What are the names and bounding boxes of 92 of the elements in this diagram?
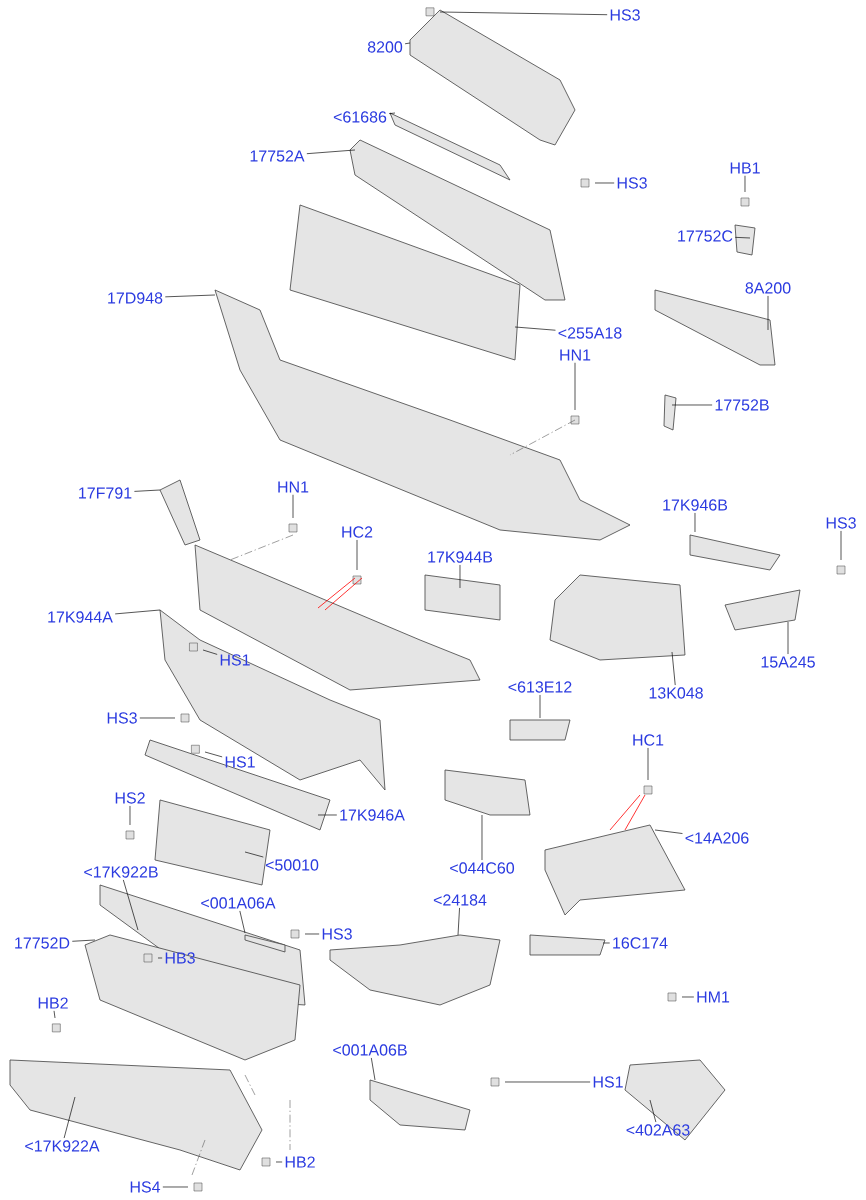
leader-line bbox=[602, 942, 611, 944]
part-number: 8200 bbox=[367, 41, 403, 53]
part-number: HS4 bbox=[130, 1181, 161, 1193]
part-number: 17K946B bbox=[663, 499, 728, 511]
leader-line bbox=[134, 489, 161, 492]
leader-line bbox=[671, 651, 676, 686]
part-number: 17K944A bbox=[48, 611, 113, 623]
part-number: HN1 bbox=[560, 349, 591, 361]
part-number: HS1 bbox=[225, 756, 255, 768]
leader-line bbox=[649, 1099, 657, 1123]
leader-line bbox=[202, 649, 218, 655]
leader-line bbox=[840, 530, 842, 561]
part-number: <50010 bbox=[265, 859, 319, 871]
part-number: <044C60 bbox=[450, 862, 515, 874]
part-number: HS3 bbox=[107, 712, 137, 724]
part-number: 17K946A bbox=[340, 809, 405, 821]
leader-line bbox=[459, 564, 461, 589]
leader-line bbox=[457, 907, 460, 936]
leader-line bbox=[129, 805, 131, 826]
part-number: <613E12 bbox=[508, 681, 572, 693]
leader-line bbox=[71, 939, 96, 942]
part-number: HS1 bbox=[220, 654, 250, 666]
part-number: <255A18 bbox=[558, 327, 622, 339]
leader-line bbox=[63, 1096, 76, 1139]
part-number: HB1 bbox=[730, 162, 760, 174]
leader-line bbox=[574, 362, 576, 411]
leader-line bbox=[404, 42, 411, 45]
leader-line bbox=[304, 933, 320, 935]
leader-line bbox=[734, 237, 751, 239]
part-number: HS3 bbox=[826, 517, 856, 529]
part-number: HS3 bbox=[322, 928, 352, 940]
leader-line bbox=[371, 1057, 376, 1081]
part-number: HC1 bbox=[633, 734, 664, 746]
part-number: 17K944B bbox=[428, 551, 493, 563]
part-number: <24184 bbox=[433, 894, 487, 906]
part-number: 17D948 bbox=[108, 292, 163, 304]
leader-line bbox=[317, 814, 338, 816]
part-number: <17K922B bbox=[84, 866, 158, 878]
leader-line bbox=[53, 1010, 56, 1019]
part-number: HS3 bbox=[610, 9, 640, 21]
leader-line bbox=[594, 182, 615, 184]
leader-line bbox=[514, 326, 556, 331]
leader-line bbox=[744, 175, 746, 193]
part-number: 8A200 bbox=[745, 282, 791, 294]
leader-line bbox=[654, 829, 683, 834]
leader-line bbox=[356, 539, 358, 571]
leader-line bbox=[164, 294, 216, 298]
leader-line bbox=[114, 609, 161, 615]
leader-line bbox=[481, 814, 483, 861]
part-number: <61686 bbox=[333, 111, 387, 123]
part-number: <14A206 bbox=[685, 832, 749, 844]
part-number: HS3 bbox=[617, 177, 647, 189]
part-number: HN1 bbox=[278, 481, 309, 493]
part-number: 13K048 bbox=[649, 687, 703, 699]
leader-line bbox=[162, 1186, 189, 1188]
leader-line bbox=[306, 149, 356, 155]
leader-line bbox=[671, 404, 713, 406]
leader-line bbox=[504, 1081, 591, 1083]
part-number: 17752C bbox=[678, 230, 733, 242]
part-number: HM1 bbox=[697, 991, 730, 1003]
leader-line bbox=[292, 494, 294, 519]
leader-line bbox=[239, 910, 246, 934]
part-number: 17752D bbox=[15, 937, 70, 949]
part-number: <17K922A bbox=[25, 1140, 100, 1152]
part-number: HB2 bbox=[38, 997, 68, 1009]
leader-line bbox=[139, 717, 176, 719]
part-number: HC2 bbox=[342, 526, 373, 538]
leader-line bbox=[694, 512, 696, 533]
part-number: 15A245 bbox=[761, 656, 815, 668]
part-number: 16C174 bbox=[613, 937, 668, 949]
leader-line bbox=[647, 747, 649, 781]
leader-line bbox=[388, 112, 396, 114]
part-number: HB3 bbox=[165, 952, 195, 964]
leader-line bbox=[204, 751, 223, 758]
part-number: <402A63 bbox=[626, 1124, 690, 1136]
part-number: 17752B bbox=[715, 399, 769, 411]
part-number: HS2 bbox=[115, 792, 145, 804]
part-number: 17752A bbox=[250, 150, 305, 162]
leader-line bbox=[681, 996, 695, 998]
leader-line bbox=[275, 1161, 283, 1163]
leader-line bbox=[244, 851, 264, 858]
leader-line bbox=[539, 694, 541, 719]
leader-line bbox=[767, 295, 769, 331]
leader-line bbox=[157, 957, 163, 959]
leader-line bbox=[787, 621, 789, 655]
leader-line bbox=[123, 879, 139, 931]
part-number: HB2 bbox=[285, 1156, 315, 1168]
part-number: HS1 bbox=[593, 1076, 623, 1088]
part-number: <001A06A bbox=[201, 897, 276, 909]
part-number: <001A06B bbox=[333, 1044, 407, 1056]
leader-line bbox=[439, 11, 608, 16]
part-number: 17F791 bbox=[79, 487, 132, 499]
